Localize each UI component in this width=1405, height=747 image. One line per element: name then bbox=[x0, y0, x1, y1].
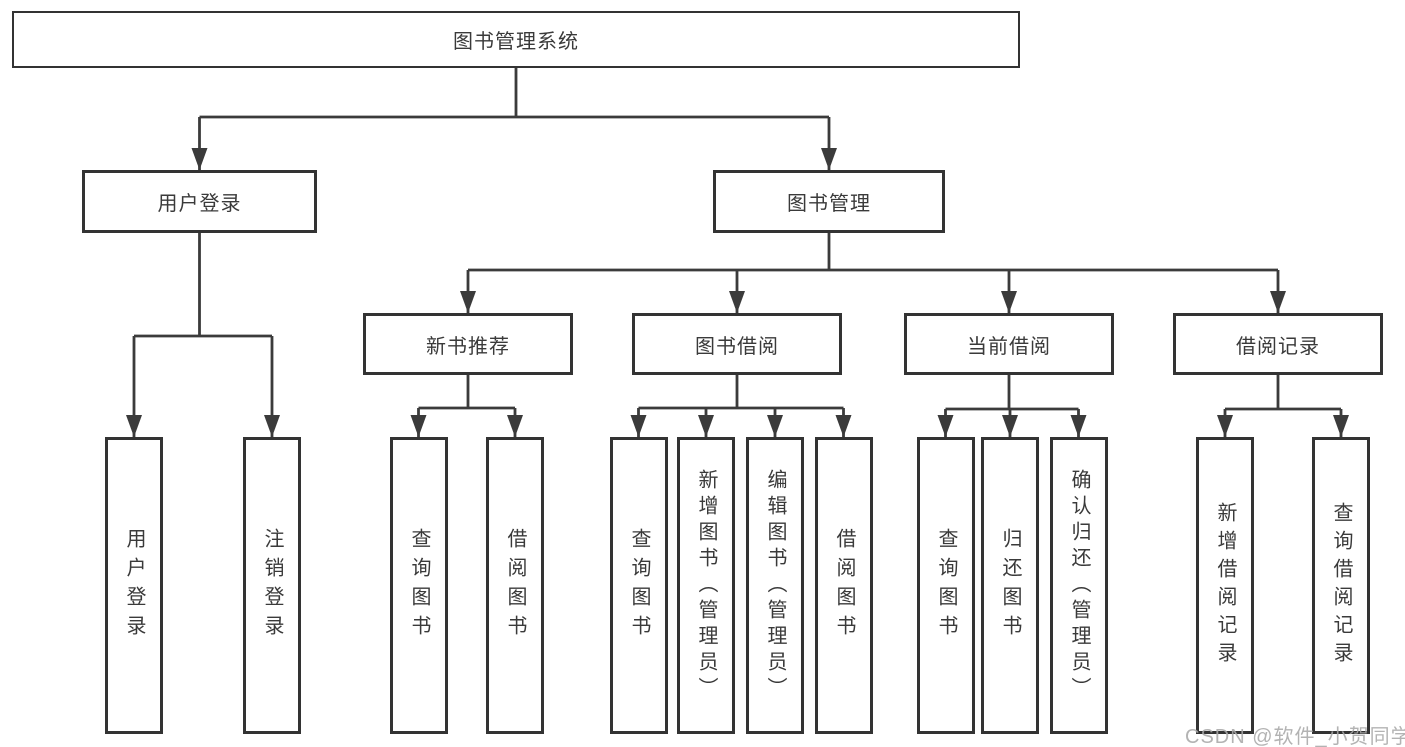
node-book-management: 图书管理 bbox=[713, 170, 945, 233]
leaf-add-borrow-record: 新增借阅记录 bbox=[1196, 437, 1254, 734]
leaf-label: 查询图书 bbox=[408, 527, 430, 644]
leaf-label: 确认归还（管理员） bbox=[1068, 468, 1090, 703]
leaf-label: 用户登录 bbox=[123, 527, 145, 644]
leaf-label: 借阅图书 bbox=[833, 527, 855, 644]
csdn-watermark: CSDN @软件_小贺同学 bbox=[1185, 726, 1405, 747]
leaf-label: 查询图书 bbox=[628, 527, 650, 644]
leaf-label: 新增图书（管理员） bbox=[695, 468, 717, 703]
leaf-query-borrow-record: 查询借阅记录 bbox=[1312, 437, 1370, 734]
leaf-query-books-recommend: 查询图书 bbox=[390, 437, 448, 734]
node-current-borrowing: 当前借阅 bbox=[904, 313, 1114, 375]
leaf-logout: 注销登录 bbox=[243, 437, 301, 734]
leaf-label: 注销登录 bbox=[261, 527, 283, 644]
node-new-book-recommendation: 新书推荐 bbox=[363, 313, 573, 375]
node-borrowing-records: 借阅记录 bbox=[1173, 313, 1383, 375]
leaf-label: 归还图书 bbox=[999, 527, 1021, 644]
leaf-query-books-borrowing: 查询图书 bbox=[610, 437, 668, 734]
leaf-label: 查询图书 bbox=[935, 527, 957, 644]
leaf-user-login: 用户登录 bbox=[105, 437, 163, 734]
node-library-management-system: 图书管理系统 bbox=[12, 11, 1020, 68]
leaf-label: 查询借阅记录 bbox=[1330, 501, 1352, 670]
tree-arrows bbox=[126, 117, 1349, 437]
leaf-confirm-return-admin: 确认归还（管理员） bbox=[1050, 437, 1108, 734]
leaf-return-books: 归还图书 bbox=[981, 437, 1039, 734]
leaf-label: 编辑图书（管理员） bbox=[764, 468, 786, 703]
leaf-edit-book-admin: 编辑图书（管理员） bbox=[746, 437, 804, 734]
node-book-borrowing: 图书借阅 bbox=[632, 313, 842, 375]
leaf-borrow-books-recommend: 借阅图书 bbox=[486, 437, 544, 734]
node-user-login: 用户登录 bbox=[82, 170, 317, 233]
leaf-query-books-current: 查询图书 bbox=[917, 437, 975, 734]
leaf-add-book-admin: 新增图书（管理员） bbox=[677, 437, 735, 734]
leaf-borrow-books: 借阅图书 bbox=[815, 437, 873, 734]
leaf-label: 新增借阅记录 bbox=[1214, 501, 1236, 670]
leaf-label: 借阅图书 bbox=[504, 527, 526, 644]
